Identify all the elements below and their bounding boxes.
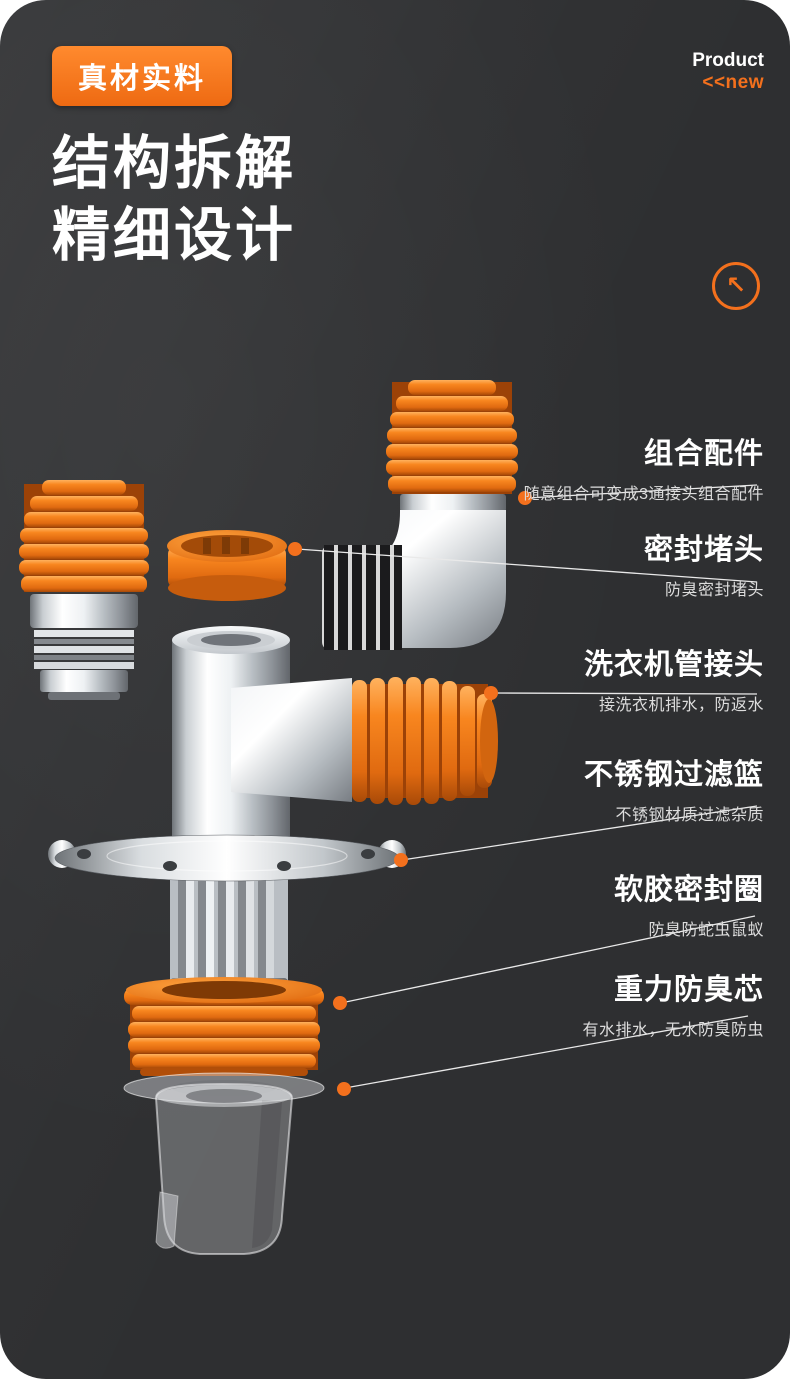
badge-real-materials: 真材实料 <box>52 46 233 106</box>
callout-desc: 随意组合可变成3通接头组合配件 <box>523 486 764 503</box>
callout-washer-hose-connector: 洗衣机管接头 接洗衣机排水，防返水 <box>584 641 764 715</box>
brand-product-label: Product <box>692 50 764 71</box>
arrow-up-left-glyph: ↖ <box>725 272 747 299</box>
callout-title: 组合配件 <box>643 438 764 470</box>
part-rubber-seal-ring <box>124 977 324 1076</box>
callout-stainless-filter-basket: 不锈钢过滤篮 不锈钢材质过滤杂质 <box>584 751 764 825</box>
callout-title: 洗衣机管接头 <box>583 649 764 681</box>
part-seal-plug <box>167 530 287 601</box>
callout-desc: 防臭密封堵头 <box>664 582 764 599</box>
callout-seal-plug: 密封堵头 防臭密封堵头 <box>644 526 764 600</box>
callout-title: 密封堵头 <box>643 534 764 566</box>
callout-desc: 有水排水，无水防臭防虫 <box>582 1022 764 1039</box>
part-lower-pipe <box>170 866 288 992</box>
callout-desc: 接洗衣机排水，防返水 <box>598 697 764 714</box>
callout-rubber-seal-ring: 软胶密封圈 防臭防蛇虫鼠蚁 <box>614 866 764 940</box>
callout-title: 重力防臭芯 <box>613 974 764 1006</box>
leader-lines <box>288 484 758 1096</box>
page-title: 结构拆解 精细设计 <box>52 128 296 272</box>
part-main-tee-body <box>172 626 498 848</box>
callout-gravity-deodorant-core: 重力防臭芯 有水排水，无水防臭防虫 <box>582 966 764 1040</box>
callout-desc: 防臭防蛇虫鼠蚁 <box>648 922 764 939</box>
part-flange-filter <box>48 834 406 882</box>
corner-arrow-icon: ↖ <box>712 262 760 310</box>
title-line-2: 精细设计 <box>52 202 297 268</box>
part-threaded-cap-left <box>19 480 149 700</box>
callout-desc: 不锈钢材质过滤杂质 <box>615 807 764 824</box>
callout-combo-accessories: 组合配件 随意组合可变成3通接头组合配件 <box>524 430 764 504</box>
part-elbow-connector <box>322 380 518 650</box>
brand-mark: Product <<new <box>692 50 764 94</box>
callout-title: 不锈钢过滤篮 <box>583 759 764 791</box>
part-gravity-core-cup <box>123 1072 325 1255</box>
brand-new-label: <<new <box>702 71 764 93</box>
callout-title: 软胶密封圈 <box>613 874 764 906</box>
title-line-1: 结构拆解 <box>52 131 297 196</box>
badge-label: 真材实料 <box>78 63 207 95</box>
